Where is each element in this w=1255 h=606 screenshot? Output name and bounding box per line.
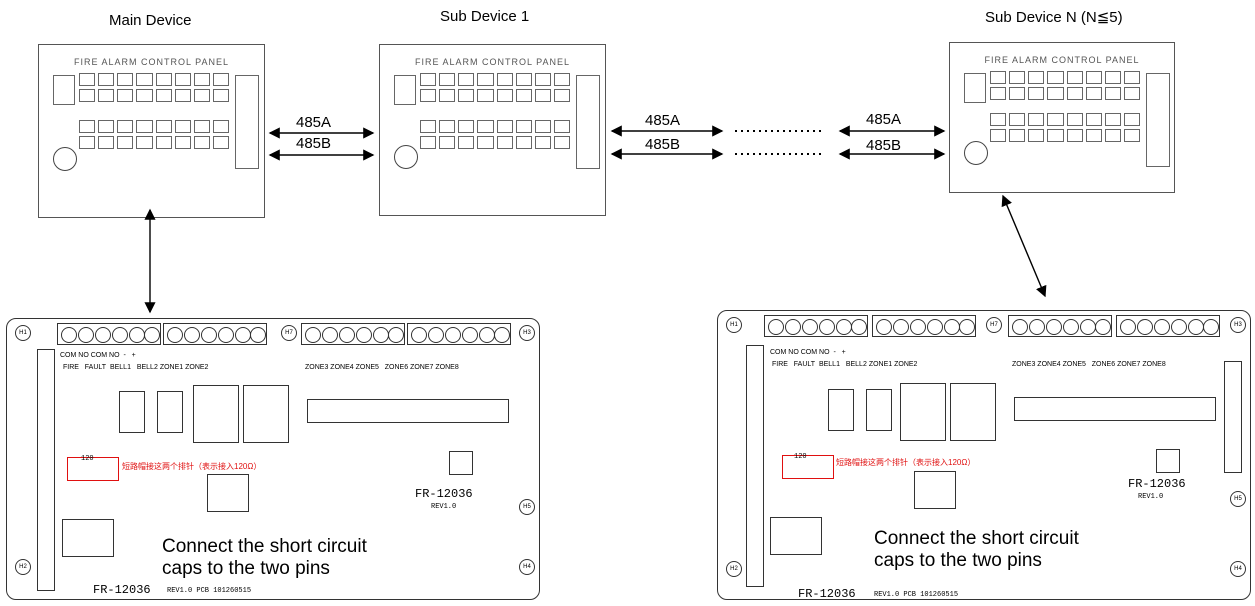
board-rev: REV1.0 bbox=[431, 503, 457, 511]
conn-label-485a-mid: 485A bbox=[645, 112, 681, 129]
side-terminal-left bbox=[746, 345, 764, 587]
jumper-label: 120 bbox=[794, 453, 807, 461]
key-switch-icon bbox=[964, 141, 988, 165]
main-device-panel: FIRE ALARM CONTROL PANEL bbox=[38, 44, 265, 218]
footer-pcb: REV1.0 PCB 101260515 bbox=[874, 591, 959, 599]
relay-r63 bbox=[900, 383, 946, 441]
mount-hole-h5: H5 bbox=[519, 499, 535, 515]
power-connector bbox=[62, 519, 114, 557]
panel-zone-grid bbox=[990, 113, 1140, 142]
terminal-block-2 bbox=[872, 315, 976, 337]
sub-device-n-title: Sub Device N (N≦5) bbox=[985, 9, 1123, 26]
terminal-block-4 bbox=[407, 323, 511, 345]
ic-chip bbox=[1156, 449, 1180, 473]
key-switch-icon bbox=[53, 147, 77, 171]
conn-label-485a-left: 485A bbox=[296, 114, 332, 131]
terminal-block-1 bbox=[764, 315, 868, 337]
panel-title: FIRE ALARM CONTROL PANEL bbox=[984, 55, 1140, 65]
sub-device-n-panel: FIRE ALARM CONTROL PANEL bbox=[949, 42, 1175, 193]
panel-button-grid bbox=[420, 73, 570, 102]
mount-hole-h2: H2 bbox=[726, 561, 742, 577]
panel-side-buttons bbox=[576, 75, 600, 169]
panel-zone-grid bbox=[420, 120, 570, 149]
footer-model: FR-12036 bbox=[93, 583, 151, 597]
alarm-indicator bbox=[394, 75, 416, 105]
panel-side-buttons bbox=[1146, 73, 1170, 167]
transformer bbox=[207, 474, 249, 512]
alarm-indicator bbox=[964, 73, 986, 103]
mount-hole-h4: H4 bbox=[1230, 561, 1246, 577]
panel-button-grid bbox=[79, 73, 229, 102]
board-rev: REV1.0 bbox=[1138, 493, 1164, 501]
main-device-title: Main Device bbox=[109, 12, 192, 29]
conn-label-485a-right: 485A bbox=[866, 111, 902, 128]
sub-device-1-title: Sub Device 1 bbox=[440, 8, 530, 25]
terminal-block-3 bbox=[301, 323, 405, 345]
footer-pcb: REV1.0 PCB 101260515 bbox=[167, 587, 252, 595]
terminal-group-labels-a: FIRE FAULT BELL1 BELL2 ZONE1 ZONE2 bbox=[63, 364, 209, 371]
resistor-bank bbox=[1014, 397, 1216, 421]
right-caption: Connect the short circuit caps to the tw… bbox=[870, 526, 1083, 574]
relay-k1 bbox=[828, 389, 854, 431]
footer-model: FR-12036 bbox=[798, 587, 856, 600]
ic-chip bbox=[449, 451, 473, 475]
mount-hole-h1: H1 bbox=[726, 317, 742, 333]
board-model: FR-12036 bbox=[415, 487, 473, 501]
board-model: FR-12036 bbox=[1128, 477, 1186, 491]
side-terminal-left bbox=[37, 349, 55, 591]
mount-hole-h5: H5 bbox=[1230, 491, 1246, 507]
key-switch-icon bbox=[394, 145, 418, 169]
left-caption: Connect the short circuit caps to the tw… bbox=[158, 534, 371, 582]
panel-side-buttons bbox=[235, 75, 259, 169]
relay-r64 bbox=[243, 385, 289, 443]
panel-title: FIRE ALARM CONTROL PANEL bbox=[414, 57, 571, 67]
jumper-highlight-box bbox=[782, 455, 834, 479]
jumper-note: 短路帽接这两个排针（表示接入120Ω） bbox=[122, 462, 262, 471]
jumper-note: 短路帽接这两个排针（表示接入120Ω） bbox=[836, 458, 976, 467]
terminal-group-labels-b: ZONE3 ZONE4 ZONE5 ZONE6 ZONE7 ZONE8 bbox=[1012, 361, 1166, 368]
relay-k1 bbox=[119, 391, 145, 433]
mount-hole-h7: H7 bbox=[986, 317, 1002, 333]
terminal-header-labels: COM NO COM NO - + bbox=[770, 349, 846, 356]
mount-hole-h3: H3 bbox=[1230, 317, 1246, 333]
relay-k2 bbox=[866, 389, 892, 431]
mount-hole-h7: H7 bbox=[281, 325, 297, 341]
terminal-header-labels: COM NO COM NO - + bbox=[60, 352, 136, 359]
panel-zone-grid bbox=[79, 120, 229, 149]
sub-device-1-panel: FIRE ALARM CONTROL PANEL bbox=[379, 44, 606, 216]
terminal-block-4 bbox=[1116, 315, 1220, 337]
mount-hole-h2: H2 bbox=[15, 559, 31, 575]
terminal-block-2 bbox=[163, 323, 267, 345]
transformer bbox=[914, 471, 956, 509]
mount-hole-h4: H4 bbox=[519, 559, 535, 575]
arrow-subn-to-board bbox=[1001, 194, 1047, 298]
terminal-block-3 bbox=[1008, 315, 1112, 337]
alarm-indicator bbox=[53, 75, 75, 105]
resistor-bank bbox=[307, 399, 509, 423]
relay-r63 bbox=[193, 385, 239, 443]
relay-k2 bbox=[157, 391, 183, 433]
relay-r64 bbox=[950, 383, 996, 441]
panel-button-grid bbox=[990, 71, 1140, 100]
mount-hole-h3: H3 bbox=[519, 325, 535, 341]
side-terminal-right bbox=[1224, 361, 1242, 473]
mount-hole-h1: H1 bbox=[15, 325, 31, 341]
terminal-group-labels-b: ZONE3 ZONE4 ZONE5 ZONE6 ZONE7 ZONE8 bbox=[305, 364, 459, 371]
jumper-label: 120 bbox=[81, 455, 94, 463]
panel-title: FIRE ALARM CONTROL PANEL bbox=[73, 57, 230, 67]
terminal-block-1 bbox=[57, 323, 161, 345]
terminal-group-labels-a: FIRE FAULT BELL1 BELL2 ZONE1 ZONE2 bbox=[772, 361, 918, 368]
conn-label-485b-left: 485B bbox=[296, 135, 332, 152]
power-connector bbox=[770, 517, 822, 555]
jumper-highlight-box bbox=[67, 457, 119, 481]
